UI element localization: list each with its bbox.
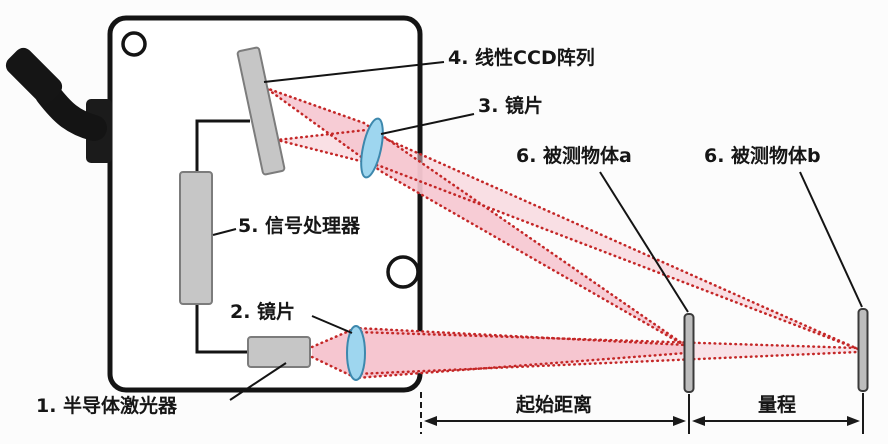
cable-plug [5, 47, 63, 105]
signal-processor [179, 171, 213, 305]
label-lens-bottom: 2. 镜片 [230, 301, 296, 323]
components [179, 46, 869, 393]
label-range: 量程 [757, 394, 796, 416]
label-object-a: 6. 被测物体a [516, 145, 632, 167]
cable-connector [5, 47, 112, 163]
label-start-distance: 起始距离 [515, 394, 592, 416]
target-object-a [683, 313, 695, 393]
label-processor: 5. 信号处理器 [238, 215, 361, 237]
housing-notch [386, 255, 420, 289]
leader-lines [212, 61, 863, 401]
reflected-beam-from-b [277, 130, 858, 349]
housing-screw-hole [121, 31, 147, 57]
label-laser: 1. 半导体激光器 [36, 395, 178, 417]
emission-beam-to-b [356, 332, 858, 374]
leader-object-a [599, 171, 689, 313]
leader-lens-top [380, 113, 475, 135]
leader-lens-bottom [311, 315, 353, 334]
internal-wiring [195, 119, 250, 354]
dotted-rays [264, 86, 860, 380]
dimension-lines [420, 392, 864, 434]
wire-ccd-to-processor [195, 119, 250, 172]
emitter-lens [346, 325, 366, 381]
leader-laser [229, 362, 287, 401]
label-lens-top: 3. 镜片 [478, 95, 544, 117]
label-ccd: 4. 线性CCD阵列 [448, 47, 595, 69]
leader-object-b [799, 171, 863, 308]
target-object-b [857, 308, 869, 392]
ccd-array [236, 46, 286, 176]
laser-diode [247, 336, 311, 368]
leader-processor [212, 228, 237, 236]
wire-processor-to-laser [195, 304, 248, 354]
leader-ccd [263, 61, 445, 83]
emission-beam-to-a [312, 328, 686, 378]
label-object-b: 6. 被测物体b [704, 145, 821, 167]
receiver-lens [360, 117, 384, 179]
